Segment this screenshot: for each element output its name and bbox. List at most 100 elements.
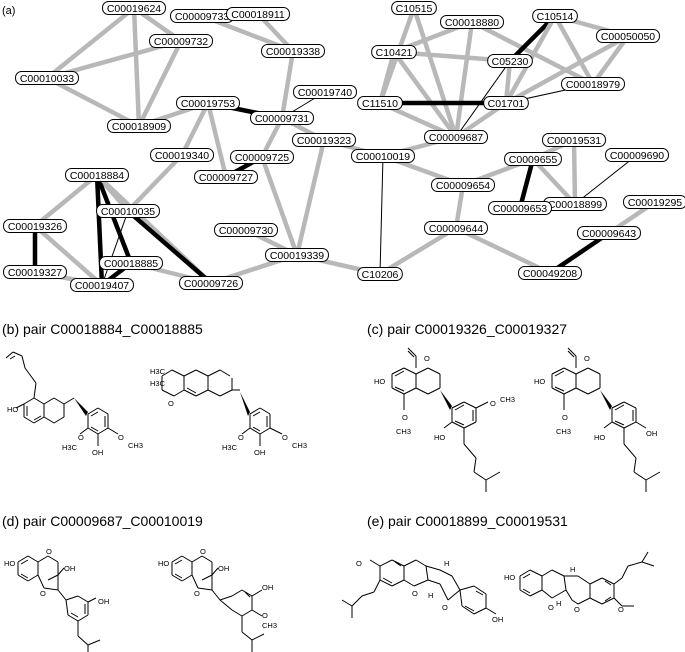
atom-o: O <box>238 433 244 442</box>
node-c00018884: C00018884 <box>65 168 129 182</box>
atom-oh: OH <box>646 429 657 438</box>
node-label: C00019295 <box>628 197 682 209</box>
node-label: C00019326 <box>8 221 62 233</box>
edge-C00050050-C00018979 <box>590 33 631 87</box>
atom-o: O <box>46 547 52 556</box>
atom-h: H <box>570 565 575 574</box>
node-c00018899: C00018899 <box>543 197 607 211</box>
node-box <box>487 54 533 68</box>
node-label: C0009655 <box>509 154 558 166</box>
node-label: C00010019 <box>356 151 410 163</box>
edge-C00019323-C00019339 <box>294 137 327 258</box>
node-label: C00018979 <box>566 79 620 91</box>
node-box <box>70 278 134 292</box>
node-label: C10206 <box>362 269 399 281</box>
atom-oh: OH <box>64 564 75 573</box>
node-c00019753: C00019753 <box>176 96 240 110</box>
atom-oh: OH <box>262 583 273 592</box>
edge-C00009654-C00009644 <box>453 182 466 231</box>
node-c00018911: C00018911 <box>226 7 290 21</box>
structure-c00018899: O O O H H OH <box>341 559 503 624</box>
node-label: C00009733 <box>175 11 229 23</box>
edge-C10514-C00018979 <box>552 13 596 87</box>
node-box <box>226 7 290 21</box>
atom-oh: OH <box>92 448 103 457</box>
node-box <box>577 226 641 240</box>
atom-oh: OH <box>492 615 503 624</box>
node-label: C00019531 <box>547 135 601 147</box>
node-c00009726: C00009726 <box>179 276 243 290</box>
atom-o: O <box>618 605 624 614</box>
atom-ch3: CH3 <box>292 441 307 450</box>
node-box <box>483 96 529 110</box>
atom-o: O <box>40 589 46 598</box>
node-box <box>230 150 294 164</box>
node-c00018885: C00018885 <box>99 256 163 270</box>
node-label: C00009644 <box>429 223 483 235</box>
node-c00019531: C00019531 <box>542 133 606 147</box>
edge-C00019624-C00018909 <box>131 5 142 129</box>
node-c00019624: C00019624 <box>102 1 166 15</box>
atom-ch3: CH3 <box>556 427 571 436</box>
node-box <box>605 148 669 162</box>
edge-C00009732-C00018909 <box>136 38 184 129</box>
node-c00010035: C00010035 <box>96 204 160 218</box>
atom-o: O <box>574 605 580 614</box>
atom-h: H <box>556 599 561 608</box>
atom-o: O <box>442 603 448 612</box>
atom-o: O <box>168 399 174 408</box>
node-label: C00019339 <box>270 250 324 262</box>
node-box <box>518 266 582 280</box>
node-box <box>65 168 129 182</box>
atom-h: H <box>444 559 449 568</box>
atom-o: O <box>78 433 84 442</box>
node-box <box>3 219 67 233</box>
node-box <box>150 148 214 162</box>
edge-C00009644-C00049208 <box>453 225 553 276</box>
atom-oh: OH <box>254 448 265 457</box>
node-c00019323: C00019323 <box>292 133 356 147</box>
node-label: C00009643 <box>582 228 636 240</box>
edge-C05230-C00009687 <box>455 60 511 138</box>
atom-ho: HO <box>158 559 169 568</box>
node-box <box>292 133 356 147</box>
node-c00049208: C00049208 <box>518 266 582 280</box>
panel-b-label: (b) pair C00018884_C00018885 <box>2 321 203 337</box>
atom-o: O <box>200 547 206 556</box>
panel-a-label: (a) <box>2 5 15 17</box>
node-c00010033: C00010033 <box>15 71 79 85</box>
node-box <box>96 204 160 218</box>
edge-C00010035-C00009726 <box>125 208 214 286</box>
atom-o: O <box>412 589 418 598</box>
atom-o: O <box>584 354 590 363</box>
edge-C00019531-C00018899 <box>571 137 578 207</box>
structure-c00019326: HO O O CH3 HO O CH3 <box>374 347 515 492</box>
edge-C00010019-C10206 <box>379 155 384 275</box>
edge-C0009655-C00018899 <box>530 156 578 207</box>
node-label: C00019338 <box>266 46 320 58</box>
structure-c00009687: HO O OH O OH <box>4 547 109 652</box>
node-c00019295: C00019295 <box>623 195 685 209</box>
node-box <box>532 9 578 23</box>
node-label: C00019753 <box>181 98 235 110</box>
atom-oh: OH <box>98 597 109 606</box>
node-label: C00009730 <box>219 225 273 237</box>
node-c00009654: C00009654 <box>431 178 495 192</box>
edge-C00019326-C00019407 <box>32 223 105 288</box>
node-box <box>351 149 415 163</box>
node-c00010019: C00010019 <box>351 149 415 163</box>
node-label: C00019740 <box>298 87 352 99</box>
node-label: C00009653 <box>493 203 547 215</box>
node-c10206: C10206 <box>357 267 403 281</box>
node-label: C00019340 <box>155 150 209 162</box>
node-label: C00018911 <box>231 9 285 21</box>
edge-C10421-C11510 <box>377 49 397 106</box>
atom-o: O <box>262 611 268 620</box>
atom-ho: HO <box>434 433 445 442</box>
node-c00050050: C00050050 <box>596 29 660 43</box>
atom-o: O <box>356 559 362 568</box>
node-c00009725: C00009725 <box>230 150 294 164</box>
node-c01701: C01701 <box>483 96 529 110</box>
node-c00019740: C00019740 <box>293 85 357 99</box>
node-label: C00009731 <box>255 113 309 125</box>
